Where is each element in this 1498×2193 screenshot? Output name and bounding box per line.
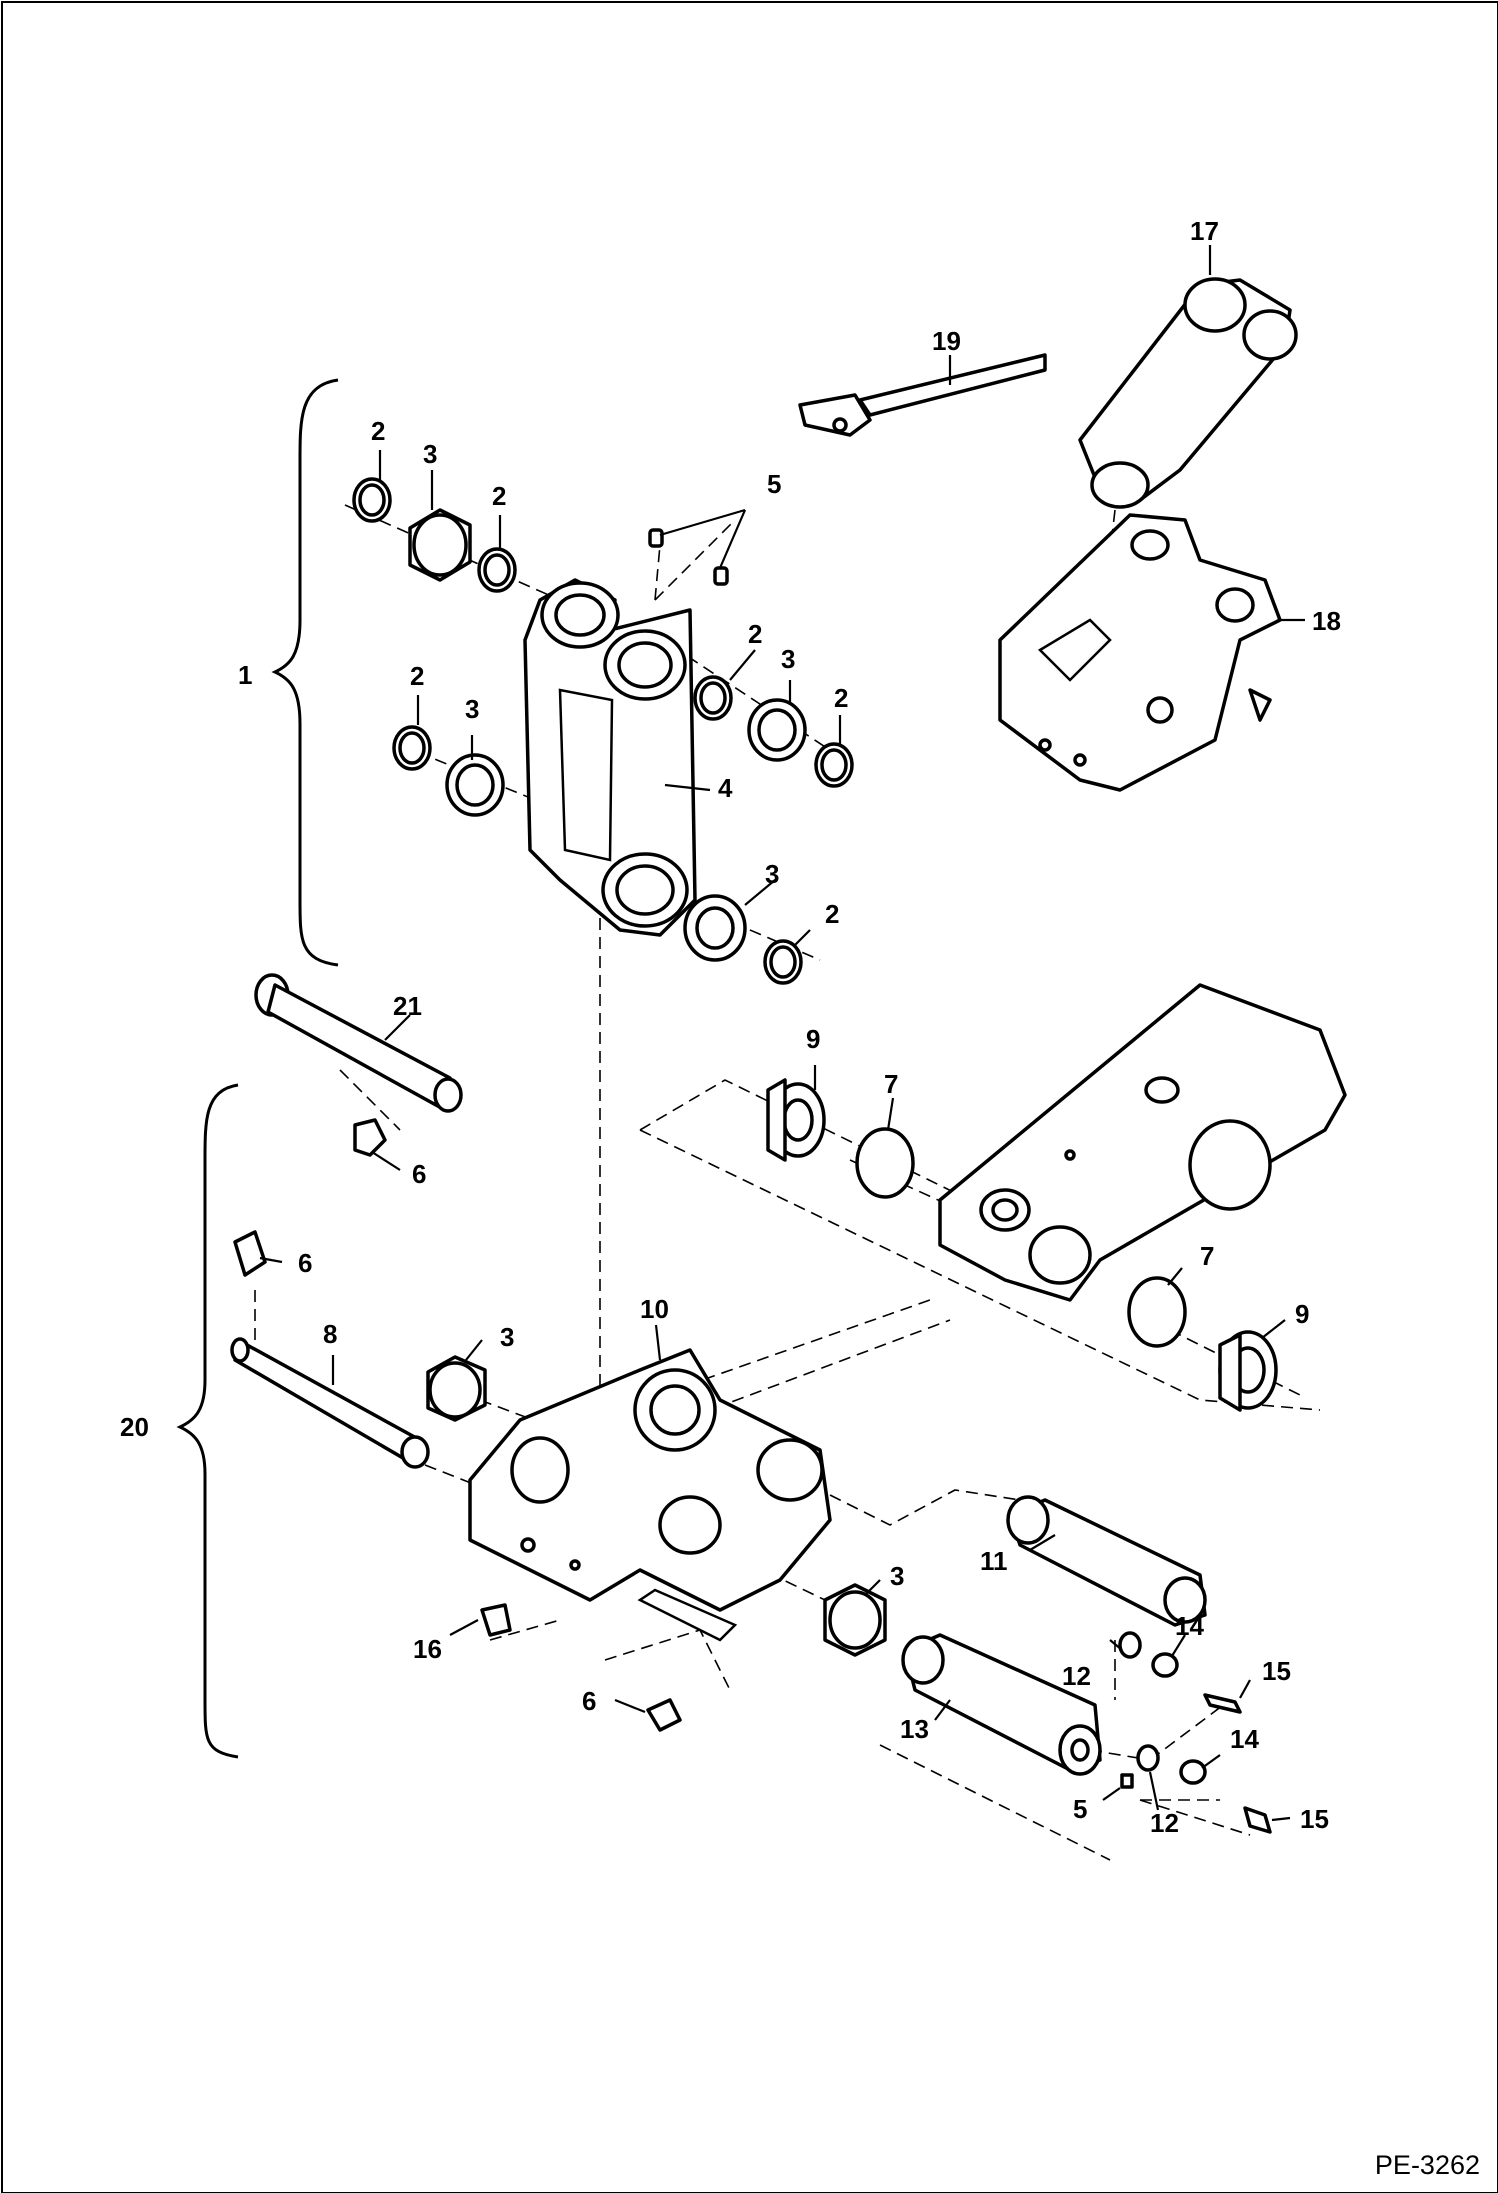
pin-13-part <box>901 1633 1102 1776</box>
callout-5: 5 <box>767 469 781 499</box>
arm-link-part <box>523 578 697 937</box>
callout-20: 20 <box>120 1412 149 1442</box>
small-hardware <box>480 1603 1272 1834</box>
callout-2: 2 <box>825 899 839 929</box>
callout-3: 3 <box>890 1561 904 1591</box>
long-pin-part <box>254 973 463 1157</box>
coupler-housing-part <box>998 513 1282 792</box>
callout-4: 4 <box>718 773 733 803</box>
callout-7: 7 <box>1200 1241 1214 1271</box>
document-code: PE-3262 <box>1374 2150 1480 2180</box>
callout-12: 12 <box>1150 1808 1179 1838</box>
leader-lines <box>259 245 1305 1822</box>
callout-14: 14 <box>1175 1611 1204 1641</box>
callout-9: 9 <box>1295 1299 1309 1329</box>
callout-11: 11 <box>980 1546 1008 1576</box>
callout-16: 16 <box>413 1634 442 1664</box>
callout-3: 3 <box>500 1322 514 1352</box>
callout-3: 3 <box>781 644 795 674</box>
callout-3: 3 <box>423 439 437 469</box>
upper-rings-bushings <box>352 477 854 985</box>
callout-15: 15 <box>1300 1804 1329 1834</box>
callout-labels: 1 2 3 2 5 2 3 2 3 2 4 3 2 17 19 18 21 6 … <box>120 216 1341 1838</box>
top-link-part <box>1078 277 1298 509</box>
lower-bushings <box>426 1355 887 1657</box>
callout-8: 8 <box>323 1319 337 1349</box>
callout-2: 2 <box>410 661 424 691</box>
callout-10: 10 <box>640 1294 669 1324</box>
callout-14: 14 <box>1230 1724 1259 1754</box>
callout-5: 5 <box>1073 1794 1087 1824</box>
callout-17: 17 <box>1190 216 1219 246</box>
pin-8-part <box>230 1230 430 1469</box>
callout-15: 15 <box>1262 1656 1291 1686</box>
callout-2: 2 <box>371 416 385 446</box>
callout-13: 13 <box>900 1714 929 1744</box>
callout-3: 3 <box>765 859 779 889</box>
callout-21: 21 <box>393 991 422 1021</box>
callout-1: 1 <box>238 660 252 690</box>
callout-3: 3 <box>465 694 479 724</box>
callout-18: 18 <box>1312 606 1341 636</box>
lever-rod-part <box>798 353 1047 437</box>
callout-6: 6 <box>582 1686 596 1716</box>
callout-6: 6 <box>412 1159 426 1189</box>
callout-2: 2 <box>748 619 762 649</box>
callout-6: 6 <box>298 1248 312 1278</box>
brace-group-20 <box>176 1083 239 1759</box>
callout-2: 2 <box>492 481 506 511</box>
lower-coupler-part <box>468 1348 832 1642</box>
bushings-rings-middle <box>766 1078 1278 1412</box>
pin-11-part <box>1006 1495 1207 1627</box>
callout-7: 7 <box>884 1069 898 1099</box>
boom-end-part <box>938 983 1347 1302</box>
callout-2: 2 <box>834 683 848 713</box>
callout-19: 19 <box>932 326 961 356</box>
callout-9: 9 <box>806 1024 820 1054</box>
callout-12: 12 <box>1062 1661 1091 1691</box>
brace-group-1 <box>271 378 339 967</box>
